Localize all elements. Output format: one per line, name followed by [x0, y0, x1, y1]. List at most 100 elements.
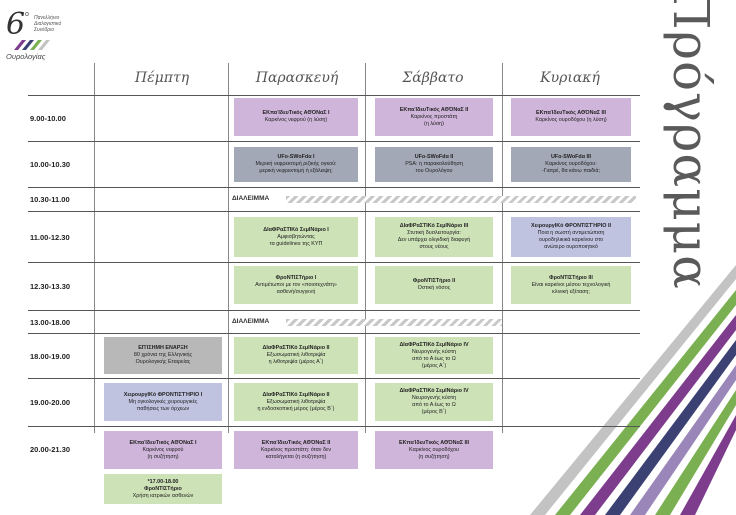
time-slot: 19.00-20.00	[30, 398, 71, 407]
logo-stripes-graphic	[14, 40, 50, 50]
session-description: Είναι καρκίνοι μέσου τεχνολογική κλινική…	[531, 281, 611, 295]
session-card[interactable]: ΔΙαΦΡαΣΤΙΚό ΣεμΙΝάριο I Αμφισβητώντας τα…	[234, 217, 358, 257]
session-card[interactable]: ΔΙαΦΡαΣΤΙΚό ΣεμΙΝάριο IV Νευρογενής κύστ…	[375, 383, 493, 421]
session-card[interactable]: UFo-SWoFdα III Καρκίνος ουροδόχου: -Γιατ…	[511, 147, 631, 182]
grid-divider	[28, 310, 640, 311]
grid-divider	[94, 63, 95, 433]
session-card[interactable]: *17.00-18.00 ΦροΝΤΙΣΤήριο Χρήση ιατρικών…	[104, 474, 222, 504]
session-title: ΕΚπαΊδευΤικός ΑΘΌΝαΣ I	[129, 439, 197, 446]
session-card[interactable]: ΧειρουργΙΚό ΦΡΟΝΤΙΣΤΉΡΙΟ I Μη ογκολογικέ…	[104, 383, 222, 421]
session-title: ΦροΝΤΙΣΤήριο II	[412, 278, 456, 284]
session-description: Καρκίνος ουροδόχου (η λύση)	[535, 117, 607, 123]
session-title: UFo-SWoFdα III	[550, 154, 592, 160]
session-title: ΧειρουργΙΚό ΦΡΟΝΤΙΣΤΉΡΙΟ II	[531, 223, 611, 229]
grid-divider	[502, 63, 503, 433]
session-card[interactable]: ΕΚπαΊδευΤικός ΑΘΌΝαΣ II Καρκίνος προστάτ…	[375, 98, 493, 136]
session-card[interactable]: UFo-SWoFdα II PSA: η παρακολούθηση του Ο…	[375, 147, 493, 182]
time-slot: 18.00-19.00	[30, 351, 71, 361]
grid-divider	[28, 95, 640, 96]
grid-divider	[28, 426, 640, 427]
session-description: Εξωσωματική λιθοτριψία η λιθοτριψία (μέρ…	[266, 352, 326, 365]
session-card[interactable]: UFo-SWoFdα I Μερική νεφρεκτομή ριζικής ο…	[234, 147, 358, 182]
session-card[interactable]: ΔΙαΦΡαΣΤΙΚό ΣεμΙΝάριο II Εξωσωματική λιθ…	[234, 383, 358, 421]
session-description: Καρκίνος ουροδόχου: -Γιατρέ, θα κάνω παι…	[542, 161, 600, 174]
session-description: Καρκίνος προστάτη (η λύση)	[410, 113, 458, 127]
session-title: ΔΙαΦΡαΣΤΙΚό ΣεμΙΝάριο I	[263, 226, 329, 233]
session-description: Νευρογενής κύστη από το Α έως το Ω (μέρο…	[411, 395, 457, 415]
logo-line-2: Διαλογιστικό	[34, 21, 62, 27]
day-header-friday: Παρασκευή	[255, 70, 339, 86]
logo-line-1: Πανελλήνιο	[34, 15, 60, 21]
program-title-text: Πρόγραμμα	[662, 0, 720, 290]
session-description: Μη ογκολογικές χειρουργικές παθήσεις των…	[128, 398, 198, 412]
session-description: Μερική νεφρεκτομή ριζικής ογκού: μερική …	[255, 161, 337, 174]
session-card[interactable]: ΕΚπαΊδευΤικός ΑΘΌΝαΣ I Καρκίνος νεφρού (…	[104, 431, 222, 469]
session-description: Αντιμέτωποι με τον «ποιοτεχνάτη» ασθενή/…	[255, 281, 337, 295]
session-title: UFo-SWoFdα I	[277, 154, 315, 160]
program-title: Πρόγραμμα	[654, 0, 728, 290]
break-label: ΔΙΑΛΕΙΜΜΑ	[232, 195, 270, 202]
session-title: ΦροΝΤΙΣΤήριο I	[275, 274, 317, 281]
session-description: Εξωσωματική λιθοτριψία η ενδοσκοπική μέρ…	[257, 398, 335, 412]
session-title: ΦροΝΤΙΣΤήριο III	[549, 274, 593, 281]
session-card[interactable]: ΔΙαΦΡαΣΤΙΚό ΣεμΙΝάριο II Εξωσωματική λιθ…	[234, 337, 358, 374]
break-label: ΔΙΑΛΕΙΜΜΑ	[232, 318, 270, 325]
logo-number: 6	[6, 7, 26, 42]
session-card[interactable]: ΕΚπαΊδευΤικός ΑΘΌΝαΣ III Καρκίνος ουροδό…	[511, 98, 631, 136]
day-header-thursday: Πέμπτη	[134, 70, 190, 86]
session-title: ΕΚπαΊδευΤικός ΑΘΌΝαΣ III	[398, 439, 470, 446]
grid-divider	[228, 63, 229, 433]
session-title: ΔΙαΦΡαΣΤΙΚό ΣεμΙΝάριο III	[399, 223, 469, 229]
session-title: ΕΚπαΊδευΤικός ΑΘΌΝαΣ III	[535, 110, 607, 116]
conference-logo: 6 ο Πανελλήνιο Διαλογιστικό Συνέδριο Ουρ…	[6, 6, 86, 62]
session-description: Νευρογενής κύστη από το Α έως το Ω (μέρο…	[411, 348, 457, 369]
session-title: ΕΚπαΊδευΤικός ΑΘΌΝαΣ I	[262, 110, 330, 116]
time-slot: 20.00-21.30	[30, 444, 71, 454]
time-slot: 11.00-12.30	[30, 232, 70, 242]
grid-divider	[28, 262, 640, 263]
grid-divider	[28, 211, 640, 212]
logo-subtitle: Ουρολογίας	[6, 52, 46, 61]
session-description: PSA: η παρακολούθηση του Ουρολόγου	[405, 161, 463, 174]
grid-divider	[28, 187, 640, 188]
session-title: ΔΙαΦΡαΣΤΙΚό ΣεμΙΝάριο IV	[399, 388, 469, 394]
session-title: ΧειρουργΙΚό ΦΡΟΝΤΙΣΤΉΡΙΟ I	[123, 391, 203, 398]
session-description: Ποια η σωστή αντιμετώπιση ουροδηλικικά κ…	[537, 230, 605, 250]
session-card[interactable]: ΦροΝΤΙΣΤήριο II Οστική νόσος	[375, 266, 493, 304]
session-description: Καρκίνος ουροδόχου (η συζήτηση)	[409, 446, 459, 460]
session-card[interactable]: ΕΠΊΣΗΜΗ ΕΝΑΡΞΗ 80 χρόνια της Ελληνικής Ο…	[104, 337, 222, 374]
session-card[interactable]: ΦροΝΤΙΣΤήριο I Αντιμέτωποι με τον «ποιοτ…	[234, 266, 358, 304]
day-header-saturday: Σάββατο	[402, 70, 464, 86]
session-description: Χρήση ιατρικών ασθενών	[132, 492, 194, 499]
session-description: 80 χρόνια της Ελληνικής Ουρολογικής Εται…	[133, 352, 193, 365]
grid-divider	[28, 333, 640, 334]
session-title: *17.00-18.00 ΦροΝΤΙΣΤήριο	[144, 478, 182, 492]
logo-line-3: Συνέδριο	[34, 27, 54, 33]
session-card[interactable]: ΦροΝΤΙΣΤήριο III Είναι καρκίνοι μέσου τε…	[511, 266, 631, 304]
session-description: Καρκίνος νεφρού (η συζήτηση)	[142, 446, 184, 460]
session-description: Στυτική δυσλειτουργία: Δεν υπάρχει ολιγι…	[397, 230, 471, 250]
session-title: ΔΙαΦΡαΣΤΙΚό ΣεμΙΝάριο II	[262, 345, 330, 351]
session-title: ΔΙαΦΡαΣΤΙΚό ΣεμΙΝάριο IV	[399, 341, 469, 348]
time-slot: 10.30-11.00	[30, 195, 70, 204]
session-description: Καρκίνος προστάτη: όταν δεν καταλήγεται …	[260, 446, 332, 460]
logo-superscript: ο	[25, 11, 29, 18]
session-title: ΕΚπαΊδευΤικός ΑΘΌΝαΣ II	[399, 106, 469, 113]
grid-divider	[28, 378, 640, 379]
session-description: Αμφισβητώντας τα guidelines της ΚΥΠ	[269, 233, 323, 247]
session-description: Καρκίνος νεφρού (η λύση)	[264, 117, 328, 123]
time-slot: 13.00-18.00	[30, 317, 71, 327]
session-card[interactable]: ΔΙαΦΡαΣΤΙΚό ΣεμΙΝάριο III Στυτική δυσλει…	[375, 217, 493, 257]
session-card[interactable]: ΕΚπαΊδευΤικός ΑΘΌΝαΣ I Καρκίνος νεφρού (…	[234, 98, 358, 136]
session-card[interactable]: ΕΚπαΊδευΤικός ΑΘΌΝαΣ II Καρκίνος προστάτ…	[234, 431, 358, 469]
session-card[interactable]: ΧειρουργΙΚό ΦΡΟΝΤΙΣΤΉΡΙΟ II Ποια η σωστή…	[511, 217, 631, 257]
break-hatch-bar	[286, 319, 502, 326]
session-title: ΕΚπαΊδευΤικός ΑΘΌΝαΣ II	[261, 439, 331, 446]
time-slot: 12.30-13.30	[30, 282, 71, 291]
session-card[interactable]: ΕΚπαΊδευΤικός ΑΘΌΝαΣ III Καρκίνος ουροδό…	[375, 431, 493, 469]
session-description: Οστική νόσος	[417, 285, 451, 291]
session-card[interactable]: ΔΙαΦΡαΣΤΙΚό ΣεμΙΝάριο IV Νευρογενής κύστ…	[375, 337, 493, 374]
day-header-sunday: Κυριακή	[540, 70, 600, 86]
time-slot: 10.00-10.30	[30, 160, 71, 169]
session-title: ΔΙαΦΡαΣΤΙΚό ΣεμΙΝάριο II	[262, 391, 330, 398]
